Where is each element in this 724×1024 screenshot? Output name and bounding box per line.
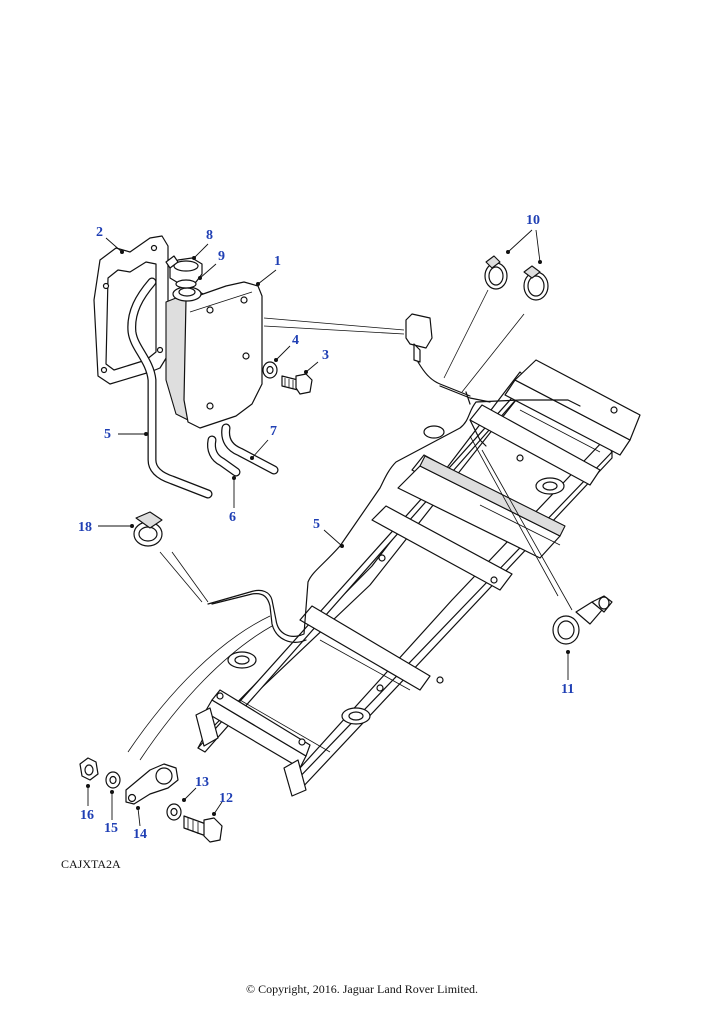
callout-5-pipe: 5: [313, 517, 320, 532]
callout-11: 11: [561, 682, 575, 697]
bracket-14: [125, 763, 179, 805]
callout-leaders: [86, 229, 570, 827]
callout-12: 12: [219, 791, 233, 806]
callout-14: 14: [133, 827, 147, 842]
reservoir-tank: [165, 255, 263, 429]
callout-8: 8: [206, 228, 213, 243]
long-pipe: [207, 385, 581, 643]
hose-6: [207, 435, 241, 477]
washer-4: [262, 361, 278, 379]
hose-clip-10b: [523, 265, 549, 301]
callout-10: 10: [526, 213, 540, 228]
callout-7: 7: [270, 424, 277, 439]
hose-7: [221, 423, 279, 475]
hose-clamp-18: [133, 511, 163, 547]
bolt-12: [183, 815, 223, 843]
callout-4: 4: [292, 333, 299, 348]
callout-6: 6: [229, 510, 236, 525]
hose-left: [127, 277, 213, 499]
washer-13: [166, 803, 182, 821]
copyright-notice: © Copyright, 2016. Jaguar Land Rover Lim…: [245, 982, 479, 996]
explode-lines: [127, 289, 573, 761]
callout-15: 15: [104, 821, 118, 836]
callout-9: 9: [218, 249, 225, 264]
drawing-code: CAJXTA2A: [61, 857, 121, 871]
callout-2: 2: [96, 225, 103, 240]
chassis-frame: [195, 359, 641, 797]
washer-15: [105, 771, 121, 789]
callout-13: 13: [195, 775, 209, 790]
hose-clip-10a: [484, 255, 508, 290]
callout-16: 16: [80, 808, 94, 823]
callout-1: 1: [274, 254, 281, 269]
callout-3: 3: [322, 348, 329, 363]
nut-16: [79, 757, 99, 781]
callout-5-left: 5: [104, 427, 111, 442]
sender-connector: [405, 313, 471, 397]
callout-18: 18: [78, 520, 92, 535]
connector-11: [552, 595, 613, 645]
bolt-3: [281, 373, 313, 395]
